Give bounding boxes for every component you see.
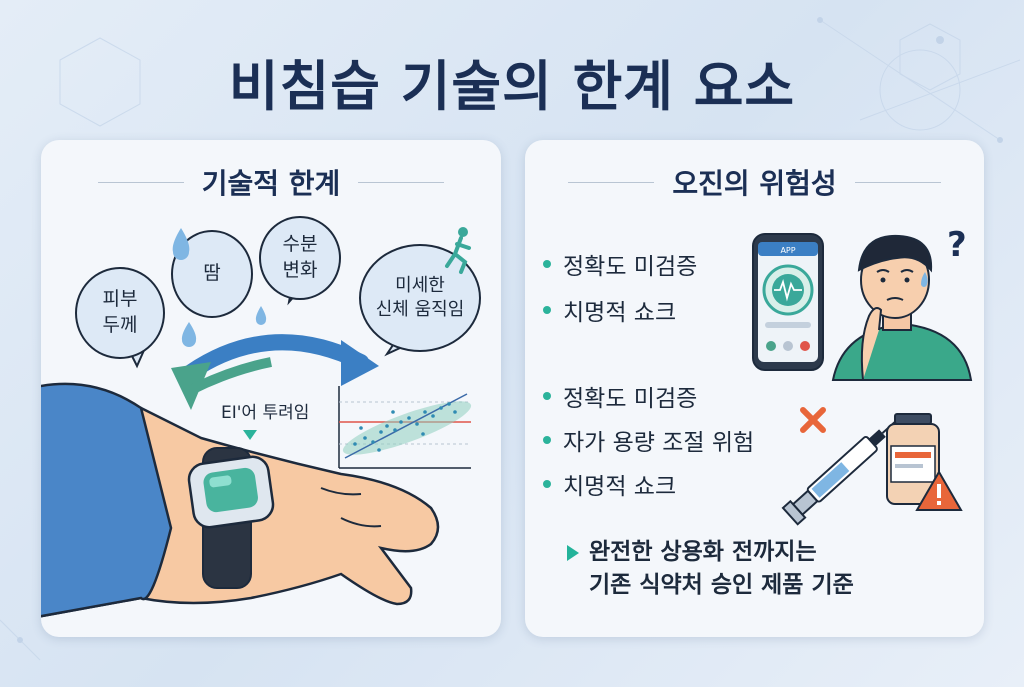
divider — [854, 181, 941, 183]
smartphone-app-icon: APP — [752, 233, 824, 371]
page-title: 비침습 기술의 한계 요소 — [228, 55, 796, 118]
panel-header: 기술적 한계 — [41, 162, 501, 202]
list-item: 정확도 미검증 — [543, 244, 697, 284]
worried-person-illustration: ? — [831, 225, 973, 381]
panel-heading: 오진의 위험성 — [672, 167, 837, 200]
syringe-vial-warning-icon — [781, 407, 963, 526]
bullet-dot — [543, 392, 551, 400]
feedback-arrow — [171, 334, 379, 410]
risk-list-2: 정확도 미검증 자가 용량 조절 위험 치명적 쇼크 — [543, 376, 754, 504]
scatter-plot — [338, 386, 472, 469]
play-marker-icon — [567, 545, 579, 561]
svg-text:APP: APP — [780, 246, 795, 255]
misdiagnosis-risk-panel: 오진의 위험성 정확도 미검증 치명적 쇼크 APP ? 정확도 미검증 — [525, 140, 984, 637]
list-item: 치명적 쇼크 — [543, 464, 754, 504]
conclusion-note: 완전한 상용화 전까지는 기존 식약처 승인 제품 기준 — [567, 536, 967, 603]
panel-header: 오진의 위험성 — [525, 162, 984, 202]
bullet-dot — [543, 260, 551, 268]
bullet-dot — [543, 306, 551, 314]
divider — [358, 181, 445, 183]
running-person-icon — [445, 227, 471, 274]
risk-list-1: 정확도 미검증 치명적 쇼크 — [543, 244, 697, 330]
list-item: 자가 용량 조절 위험 — [543, 420, 754, 460]
list-item: 정확도 미검증 — [543, 376, 754, 416]
panel-heading: 기술적 한계 — [201, 167, 341, 200]
list-item: 치명적 쇼크 — [543, 290, 697, 330]
wrist-watch-illustration — [41, 382, 440, 618]
data-label: EI'어 투려임 — [221, 403, 310, 423]
bullet-dot — [543, 480, 551, 488]
bullet-dot — [543, 436, 551, 444]
water-drop-icons — [172, 228, 267, 347]
down-marker-icon — [243, 430, 257, 440]
divider — [568, 181, 655, 183]
divider — [97, 181, 184, 183]
svg-text:?: ? — [947, 225, 967, 265]
